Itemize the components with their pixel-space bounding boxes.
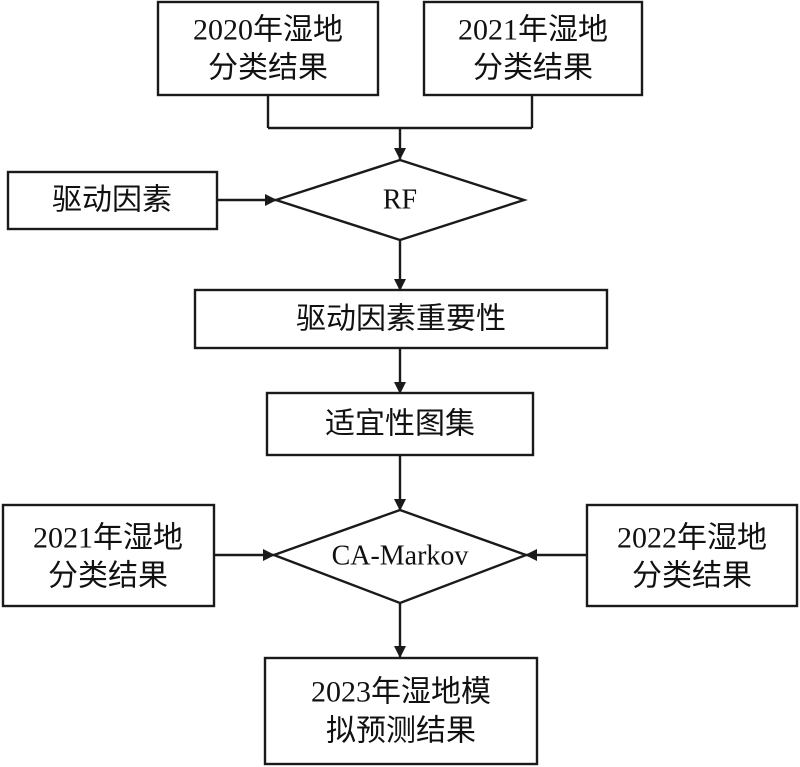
node-driving-factors-label: 驱动因素: [52, 184, 172, 217]
node-prediction-2023-line2: 拟预测结果: [326, 715, 476, 748]
node-suitability-atlas: 适宜性图集: [265, 391, 535, 457]
node-ca-markov-label: CA-Markov: [332, 541, 469, 572]
node-wetland-2022-line2: 分类结果: [632, 560, 752, 593]
node-wetland-2021-left: 2021年湿地 分类结果: [1, 503, 216, 608]
node-wetland-2020: 2020年湿地 分类结果: [156, 0, 380, 97]
node-wetland-2022: 2022年湿地 分类结果: [585, 503, 799, 608]
node-wetland-2021-left-line2: 分类结果: [48, 560, 168, 593]
node-ca-markov: CA-Markov: [270, 508, 530, 605]
node-driving-factors: 驱动因素: [6, 170, 219, 231]
connectors: [214, 95, 587, 658]
node-rf-label: RF: [383, 185, 417, 216]
node-wetland-2022-line1: 2022年湿地: [617, 522, 767, 555]
node-factor-importance-label: 驱动因素重要性: [296, 303, 506, 336]
node-wetland-2020-line2: 分类结果: [208, 52, 328, 85]
node-rf: RF: [272, 158, 528, 242]
node-wetland-2021-left-line1: 2021年湿地: [33, 522, 183, 555]
node-prediction-2023-line1: 2023年湿地模: [311, 676, 491, 709]
node-wetland-2021-top: 2021年湿地 分类结果: [422, 0, 644, 97]
node-factor-importance: 驱动因素重要性: [193, 288, 609, 350]
node-wetland-2021-top-line2: 分类结果: [473, 52, 593, 85]
node-wetland-2021-top-line1: 2021年湿地: [458, 14, 608, 47]
node-prediction-2023: 2023年湿地模 拟预测结果: [263, 656, 539, 766]
node-wetland-2020-line1: 2020年湿地: [193, 14, 343, 47]
node-suitability-atlas-label: 适宜性图集: [325, 408, 475, 441]
